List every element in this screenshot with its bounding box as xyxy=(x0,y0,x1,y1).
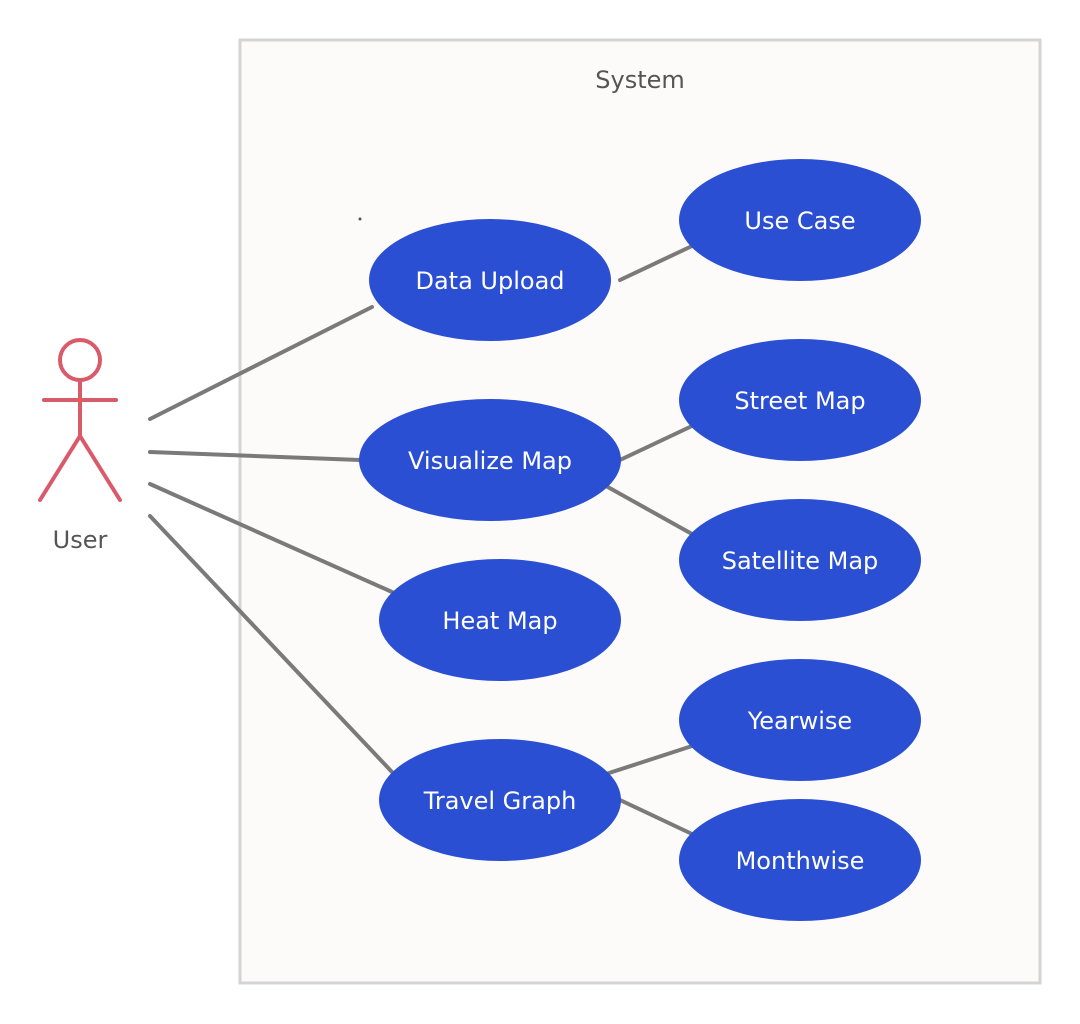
use-case-label: Satellite Map xyxy=(722,547,879,575)
line-visualize-satellite-map xyxy=(604,484,694,536)
line-travel-yearwise xyxy=(604,744,694,776)
use-case-label: Monthwise xyxy=(736,847,865,875)
use-case-label: Use Case xyxy=(744,207,855,235)
use-case-visualize-map[interactable]: Visualize Map xyxy=(359,399,621,521)
use-case-label: Yearwise xyxy=(747,707,852,735)
use-case-travel-graph[interactable]: Travel Graph xyxy=(379,739,621,861)
actor-left-leg xyxy=(38,434,82,502)
system-boundary xyxy=(238,38,1042,985)
line-travel-monthwise xyxy=(618,798,694,836)
association-lines xyxy=(148,244,694,836)
use-case-yearwise[interactable]: Yearwise xyxy=(679,659,921,781)
line-user-visualize-map xyxy=(148,450,362,462)
actor-label: User xyxy=(53,526,108,554)
use-case-street-map[interactable]: Street Map xyxy=(679,339,921,461)
stray-dot xyxy=(358,217,362,221)
use-case-use-case[interactable]: Use Case xyxy=(679,159,921,281)
stick-figure-icon xyxy=(58,338,102,382)
line-visualize-street-map xyxy=(618,424,694,462)
use-case-label: Visualize Map xyxy=(408,447,572,475)
use-case-heat-map[interactable]: Heat Map xyxy=(379,559,621,681)
use-case-label: Heat Map xyxy=(442,607,557,635)
line-user-heat-map xyxy=(148,482,394,594)
use-case-label: Data Upload xyxy=(415,267,564,295)
system-title: System xyxy=(595,66,685,94)
use-case-label: Travel Graph xyxy=(423,787,577,815)
actor-right-leg xyxy=(78,434,122,502)
use-case-monthwise[interactable]: Monthwise xyxy=(679,799,921,921)
use-case-data-upload[interactable]: Data Upload xyxy=(369,219,611,341)
use-case-satellite-map[interactable]: Satellite Map xyxy=(679,499,921,621)
actor-user xyxy=(38,338,122,502)
use-case-label: Street Map xyxy=(734,387,865,415)
line-user-travel-graph xyxy=(148,514,394,774)
line-data-upload-use-case xyxy=(618,244,694,282)
line-user-data-upload xyxy=(148,305,374,421)
